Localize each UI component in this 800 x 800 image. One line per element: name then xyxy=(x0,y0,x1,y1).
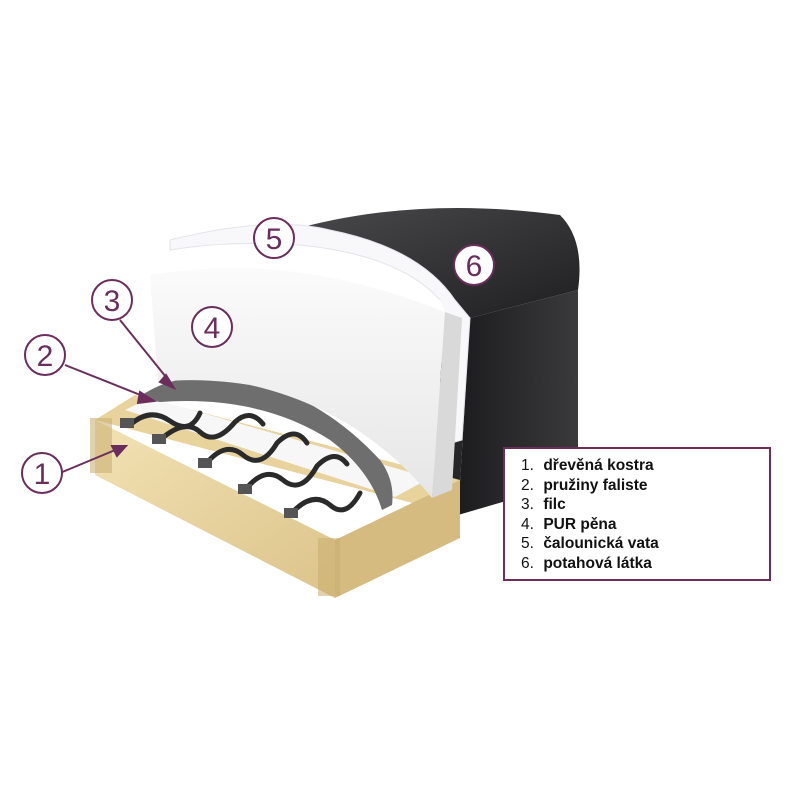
legend-item-text: dřevěná kostra xyxy=(543,457,654,474)
legend-item-2: 2. pružiny faliste xyxy=(521,476,769,496)
legend-item-text: potahová látka xyxy=(543,554,652,572)
pointer-1 xyxy=(59,447,121,474)
legend-item-number: 4. xyxy=(521,515,534,533)
spring-2 xyxy=(157,413,266,443)
svg-text:4: 4 xyxy=(204,312,221,345)
svg-text:6: 6 xyxy=(466,250,483,283)
legend-list: 1. dřevěná kostra 2. pružiny faliste 3. … xyxy=(521,456,769,574)
svg-text:2: 2 xyxy=(37,340,54,373)
pointer-2-arrowhead xyxy=(136,390,157,405)
svg-text:3: 3 xyxy=(104,285,121,318)
spring-clip-4 xyxy=(238,484,252,494)
legend-item-text: PUR pěna xyxy=(543,515,617,533)
legend-item-5: 5. čalounická vata xyxy=(521,534,769,554)
callout-1: 1 xyxy=(21,452,63,494)
legend-item-number: 1. xyxy=(521,457,534,474)
spring-1 xyxy=(127,410,203,429)
legend-item-text: čalounická vata xyxy=(543,535,659,553)
svg-text:5: 5 xyxy=(266,223,283,256)
foam-top-face xyxy=(145,254,445,312)
svg-text:1: 1 xyxy=(34,458,51,491)
leather-top-surface xyxy=(285,207,580,318)
callout-3: 3 xyxy=(91,279,133,321)
legend-item-4: 4. PUR pěna xyxy=(521,515,769,535)
pointer-1-arrowhead xyxy=(110,445,129,458)
legend-item-1: 1. dřevěná kostra xyxy=(521,456,769,476)
spring-clip-3 xyxy=(198,458,212,468)
legend-item-number: 5. xyxy=(521,535,534,553)
zigzag-springs xyxy=(120,410,363,518)
callout-pointers xyxy=(59,319,177,474)
pointer-3 xyxy=(119,319,171,383)
callout-6: 6 xyxy=(453,244,495,286)
foam-side-face xyxy=(432,312,462,498)
legend-item-3: 3. filc xyxy=(521,495,769,515)
felt-layer xyxy=(138,376,393,510)
spring-clip-1 xyxy=(120,418,134,428)
frame-inner-opening xyxy=(125,398,430,497)
frame-front-right xyxy=(335,480,460,598)
legend-box: 1. dřevěná kostra 2. pružiny faliste 3. … xyxy=(503,447,771,581)
callout-5: 5 xyxy=(253,217,295,259)
frame-front-left xyxy=(95,420,335,598)
spring-3 xyxy=(202,431,310,468)
legend-item-number: 3. xyxy=(521,496,534,514)
callout-2: 2 xyxy=(24,334,66,376)
legend-item-text: filc xyxy=(543,496,566,514)
pointer-2 xyxy=(64,364,149,399)
spring-clip-2 xyxy=(152,434,166,444)
legend-item-number: 2. xyxy=(521,476,534,494)
spring-4 xyxy=(242,454,350,493)
frame-joint-right xyxy=(318,538,340,596)
legend-item-text: pružiny faliste xyxy=(543,476,648,494)
frame-joint-left xyxy=(90,418,112,473)
spring-clip-5 xyxy=(284,508,298,518)
spring-5 xyxy=(287,490,363,518)
callout-4: 4 xyxy=(191,306,233,348)
legend-item-number: 6. xyxy=(521,554,534,572)
pointer-3-arrowhead xyxy=(158,373,177,391)
legend-item-6: 6. potahová látka xyxy=(521,554,769,574)
